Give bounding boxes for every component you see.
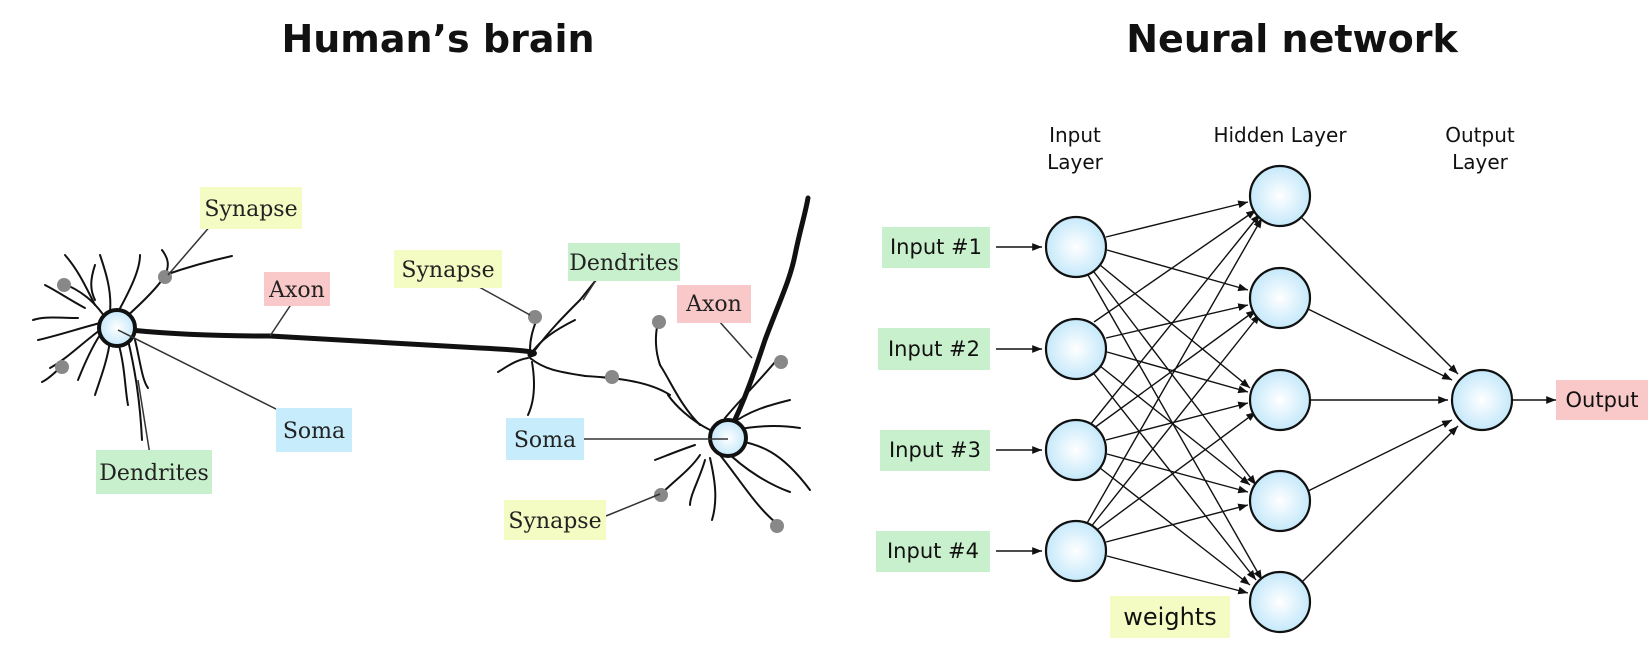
input-layer-label-line2: Layer: [1047, 150, 1104, 174]
input-node: [1044, 317, 1108, 381]
synapse-dot: [652, 315, 666, 329]
network-title: Neural network: [1126, 17, 1458, 61]
hidden-node: [1248, 368, 1312, 432]
left-soma: [97, 308, 137, 348]
right-soma: [708, 418, 748, 458]
input-label-4: Input #4: [887, 539, 979, 563]
soma-tag-2: [506, 418, 584, 460]
input-tag-3: [880, 430, 990, 471]
axon-label-1: Axon: [268, 278, 325, 303]
dendrites-label-2: Dendrites: [569, 251, 679, 276]
network-layer-labels: Input Layer Hidden Layer Output Layer: [1047, 123, 1515, 174]
dendrites-tag-2: [568, 243, 680, 281]
neuron-labels: Synapse Axon Soma Dendrites Synapse Dend…: [96, 187, 751, 540]
input-label-1: Input #1: [890, 235, 982, 259]
dendrites-tag-1: [96, 450, 212, 494]
axon-tag-2: [677, 285, 751, 323]
right-axon: [727, 195, 811, 433]
dendrites-label-1: Dendrites: [99, 461, 209, 486]
brain-title: Human’s brain: [281, 17, 594, 61]
hidden-node: [1248, 469, 1312, 533]
neuron-leader-lines: [117, 223, 753, 517]
synapse-dot: [57, 278, 71, 292]
synapse-label-3: Synapse: [508, 509, 601, 534]
middle-dendrites: [497, 274, 671, 416]
input-label-2: Input #2: [888, 337, 980, 361]
synapse-dot: [774, 355, 788, 369]
synapse-dot: [654, 488, 668, 502]
input-node: [1044, 215, 1108, 279]
hidden-node: [1248, 570, 1312, 634]
network-nodes: [1044, 164, 1514, 634]
hidden-layer-label: Hidden Layer: [1213, 123, 1347, 147]
soma-label-1: Soma: [283, 419, 345, 444]
hidden-node: [1248, 266, 1312, 330]
weights-label: weights: [1123, 603, 1216, 631]
left-axon: [127, 327, 537, 358]
input-node: [1044, 519, 1108, 583]
right-neuron-dendrites: [654, 321, 811, 523]
output-tag: [1556, 380, 1648, 420]
input-tag-4: [876, 531, 990, 572]
input-tag-1: [882, 227, 990, 268]
synapse-label-2: Synapse: [401, 258, 494, 283]
input-node: [1044, 418, 1108, 482]
output-layer-label-line1: Output: [1445, 123, 1515, 147]
output-label: Output: [1566, 388, 1639, 412]
synapse-dot: [55, 360, 69, 374]
synapse-dot: [770, 519, 784, 533]
weights-tag: [1110, 596, 1230, 638]
soma-label-2: Soma: [514, 428, 576, 453]
input-tag-2: [878, 328, 990, 370]
soma-tag-1: [276, 408, 352, 452]
synapse-dot: [528, 310, 542, 324]
synapse-label-1: Synapse: [204, 197, 297, 222]
hidden-node: [1248, 164, 1312, 228]
synapse-dot: [605, 370, 619, 384]
input-label-3: Input #3: [889, 438, 981, 462]
synapse-tag-3: [504, 500, 606, 540]
synapse-tag-2: [394, 250, 502, 288]
axon-label-2: Axon: [685, 292, 742, 317]
output-node: [1450, 368, 1514, 432]
synapse-tag-1: [200, 187, 302, 229]
network-edges: [996, 200, 1556, 595]
output-layer-label-line2: Layer: [1452, 150, 1509, 174]
axon-tag-1: [264, 272, 330, 306]
input-layer-label-line1: Input: [1049, 123, 1101, 147]
network-input-labels: Input #1 Input #2 Input #3 Input #4 Outp…: [876, 227, 1648, 638]
